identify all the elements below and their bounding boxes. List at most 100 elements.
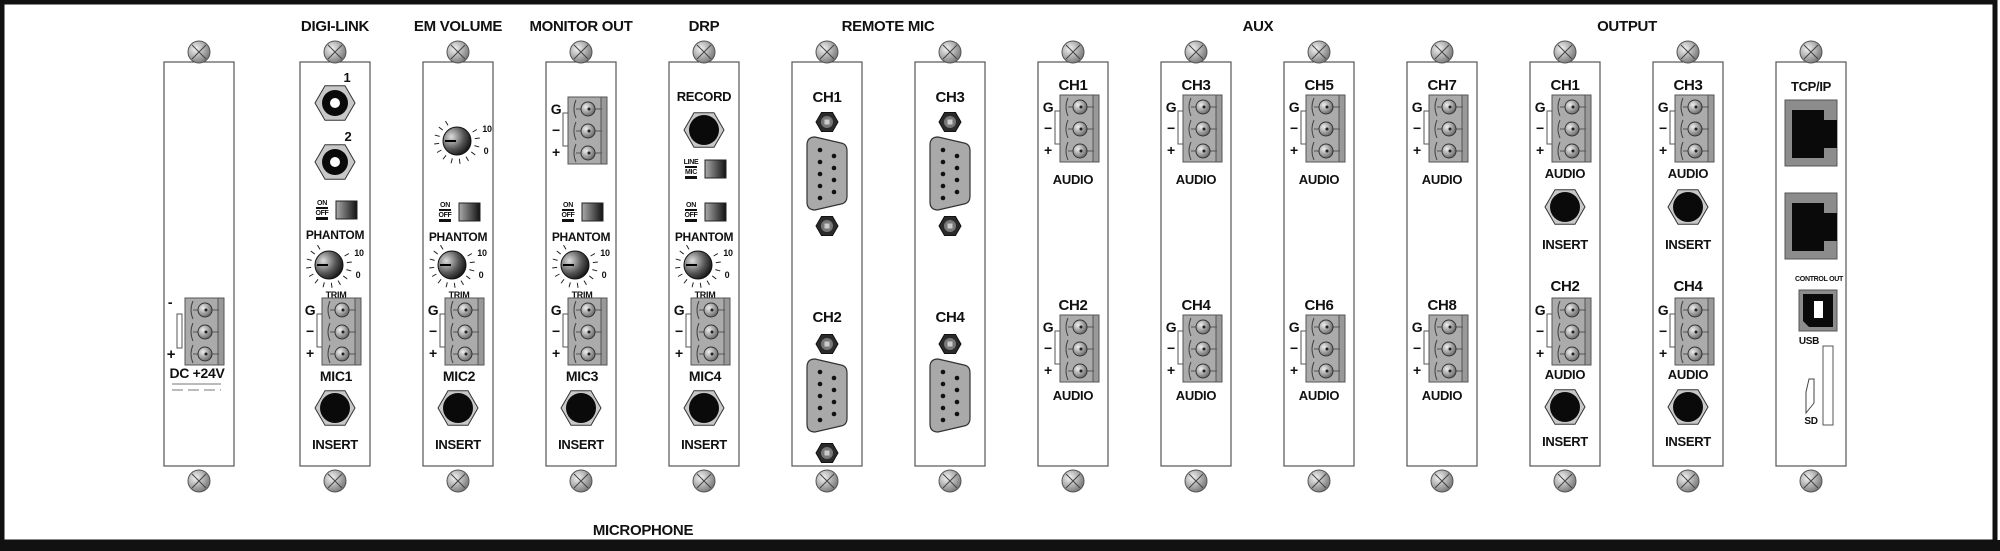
screw-cross bbox=[450, 44, 466, 60]
label-minus: − bbox=[306, 323, 314, 339]
knob-tick bbox=[675, 258, 681, 261]
terminal-block-connector: G−+ bbox=[551, 297, 608, 366]
terminal-groove bbox=[1188, 141, 1192, 161]
terminal-groove bbox=[190, 300, 194, 320]
screw-icon bbox=[446, 40, 470, 64]
phantom-label: PHANTOM bbox=[675, 230, 734, 244]
insert-label: INSERT bbox=[1542, 434, 1588, 449]
switch-label-top: ON bbox=[317, 200, 327, 207]
screw-icon bbox=[323, 40, 347, 64]
db9-screw-nut-icon bbox=[815, 443, 839, 463]
jack-hole bbox=[1673, 192, 1703, 222]
screw-cross bbox=[819, 473, 835, 489]
trim-knob: 100 bbox=[429, 244, 487, 288]
header-drp: DRP bbox=[689, 18, 720, 35]
terminal-screw-center bbox=[587, 308, 591, 312]
label-plus: + bbox=[1290, 142, 1298, 158]
terminal-block-connector: G−+ bbox=[1412, 94, 1469, 163]
terminal-screw-center bbox=[1448, 369, 1452, 373]
terminal-screw-center bbox=[1079, 149, 1083, 153]
switch-button[interactable] bbox=[581, 202, 604, 222]
screw-cross bbox=[327, 473, 343, 489]
db9-screw-nut-icon bbox=[815, 112, 839, 132]
label-g: G bbox=[1658, 99, 1669, 115]
terminal-screw-center bbox=[1079, 325, 1083, 329]
rj45-socket[interactable] bbox=[1792, 203, 1837, 251]
output-channel-label: CH1 bbox=[1550, 77, 1579, 94]
knob-body[interactable] bbox=[560, 250, 590, 280]
screw-icon bbox=[446, 469, 470, 493]
knob-tick bbox=[465, 275, 471, 280]
knob-min-label: 0 bbox=[479, 270, 484, 280]
insert-label: INSERT bbox=[1542, 237, 1588, 252]
knob-tick bbox=[330, 282, 333, 288]
knob-tick bbox=[590, 253, 596, 257]
knob-body[interactable] bbox=[442, 126, 472, 156]
terminal-block-connector: G−+ bbox=[1043, 94, 1100, 163]
knob-tick bbox=[344, 253, 350, 257]
remote-mic-channel-label: CH3 bbox=[935, 89, 964, 106]
knob-tick bbox=[346, 261, 352, 264]
label-g: G bbox=[428, 302, 439, 318]
terminal-screw-center bbox=[1202, 149, 1206, 153]
knob-tick bbox=[474, 145, 480, 148]
terminal-screw-center bbox=[587, 330, 591, 334]
terminal-screw-center bbox=[341, 308, 345, 312]
terminal-bracket bbox=[685, 313, 692, 348]
knob-body[interactable] bbox=[314, 250, 344, 280]
terminal-groove bbox=[450, 300, 454, 320]
output-channel-label: CH3 bbox=[1673, 77, 1702, 94]
label-plus: + bbox=[675, 345, 683, 361]
terminal-block-connector: G−+ bbox=[1535, 94, 1592, 163]
screw-icon bbox=[1061, 469, 1085, 493]
terminal-screw-center bbox=[1571, 149, 1575, 153]
switch-button[interactable] bbox=[335, 200, 358, 220]
label-plus: + bbox=[1167, 142, 1175, 158]
db9-pin bbox=[817, 369, 823, 375]
audio-label: AUDIO bbox=[1668, 166, 1709, 181]
db9-pin bbox=[817, 159, 823, 165]
screw-cross bbox=[1803, 44, 1819, 60]
db9-shell bbox=[806, 358, 848, 433]
terminal-groove bbox=[1434, 141, 1438, 161]
db9-pin bbox=[954, 375, 960, 381]
knob-tick bbox=[699, 282, 702, 288]
db9-pin bbox=[940, 171, 946, 177]
mic-label: MIC3 bbox=[566, 368, 599, 384]
knob-body[interactable] bbox=[683, 250, 713, 280]
terminal-groove bbox=[327, 344, 331, 364]
terminal-screw-center bbox=[710, 308, 714, 312]
terminal-screw-center bbox=[1079, 127, 1083, 131]
knob-tick bbox=[434, 142, 440, 145]
db9-pin bbox=[817, 195, 823, 201]
insert-jack bbox=[437, 390, 479, 426]
terminal-groove bbox=[1434, 361, 1438, 381]
label-plus: + bbox=[1044, 142, 1052, 158]
db9-pin bbox=[940, 147, 946, 153]
sd-card-slot[interactable] bbox=[1822, 345, 1834, 426]
terminal-groove bbox=[1311, 317, 1315, 337]
screw-icon bbox=[815, 469, 839, 493]
db9-pin bbox=[954, 153, 960, 159]
knob-tick bbox=[337, 280, 341, 286]
rj45-socket[interactable] bbox=[1792, 110, 1837, 158]
switch-button[interactable] bbox=[458, 202, 481, 222]
terminal-screw-center bbox=[587, 107, 591, 111]
terminal-block-connector: G−+ bbox=[1658, 94, 1715, 163]
terminal-block-connector: G−+ bbox=[1289, 94, 1346, 163]
insert-label: INSERT bbox=[312, 437, 358, 452]
output-channel-label: CH2 bbox=[1550, 278, 1579, 295]
terminal-screw-center bbox=[464, 330, 468, 334]
terminal-screw-center bbox=[1202, 347, 1206, 351]
terminal-bracket bbox=[1669, 313, 1676, 348]
db9-pin bbox=[817, 405, 823, 411]
terminal-bracket bbox=[1300, 330, 1307, 365]
switch-button[interactable] bbox=[704, 159, 727, 179]
switch-button[interactable] bbox=[704, 202, 727, 222]
terminal-screw-center bbox=[1202, 325, 1206, 329]
knob-body[interactable] bbox=[437, 250, 467, 280]
